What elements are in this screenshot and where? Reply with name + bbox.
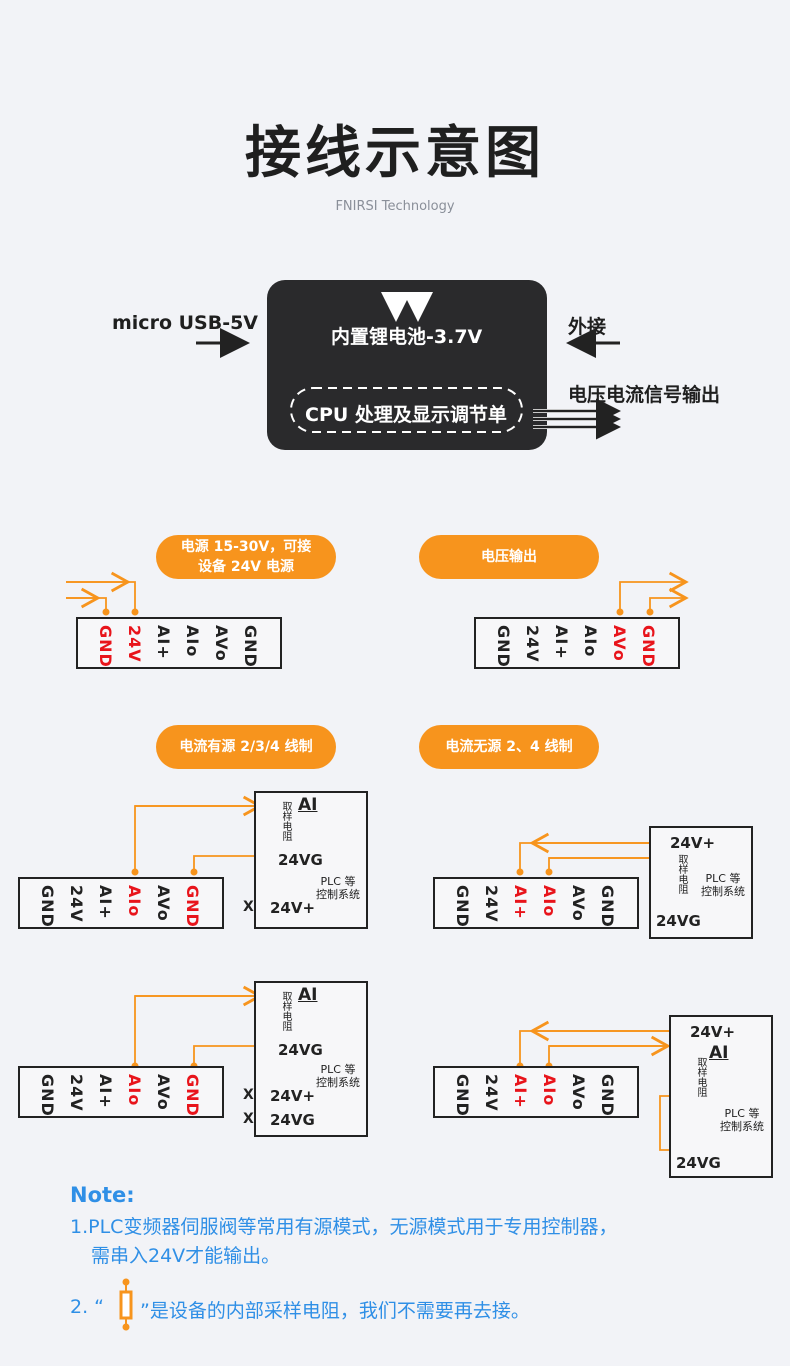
plc-box-passive-2: 24V+ AI 取样电阻 PLC 等 控制系统 24VG bbox=[669, 1015, 773, 1178]
x-mark: X bbox=[243, 899, 254, 915]
pin-ai-plus: AI+ bbox=[511, 1074, 530, 1109]
pin-aio: AIo bbox=[125, 885, 144, 918]
pin-ai-plus: AI+ bbox=[96, 1074, 115, 1109]
ai-label: AI bbox=[709, 1043, 729, 1063]
current-active-pill: 电流有源 2/3/4 线制 bbox=[156, 725, 336, 769]
ai-label: AI bbox=[298, 795, 318, 815]
terminal-block-voltage: GND 24V AI+ AIo AVo GND bbox=[474, 617, 680, 669]
battery-label: 内置锂电池-3.7V bbox=[331, 326, 483, 348]
note-line-1b: 需串入24V才能输出。 bbox=[91, 1245, 281, 1267]
24vplus-label: 24V+ bbox=[270, 1087, 316, 1105]
pin-avo: AVo bbox=[154, 1074, 173, 1111]
voltage-output-pill: 电压输出 bbox=[419, 535, 599, 579]
x-mark: X bbox=[243, 1111, 254, 1127]
x-mark: X bbox=[243, 1087, 254, 1103]
pin-avo: AVo bbox=[610, 625, 629, 662]
terminal-block-power: GND 24V AI+ AIo AVo GND bbox=[76, 617, 282, 669]
pin-ai-plus: AI+ bbox=[552, 625, 571, 660]
pin-gnd: GND bbox=[598, 1074, 617, 1117]
note-line-1: 1.PLC变频器伺服阀等常用有源模式，无源模式用于专用控制器， bbox=[70, 1216, 618, 1238]
pin-gnd: GND bbox=[183, 1074, 202, 1117]
terminal-block-passive-1: GND 24V AI+ AIo AVo GND bbox=[433, 877, 639, 929]
plc-system-label: PLC 等 控制系统 bbox=[720, 1107, 764, 1133]
pin-gnd: GND bbox=[639, 625, 658, 668]
cpu-label: CPU 处理及显示调节单 bbox=[305, 404, 507, 426]
pin-avo: AVo bbox=[569, 885, 588, 922]
resistor-label: 取样电阻 bbox=[695, 1057, 706, 1097]
24vplus-label: 24V+ bbox=[670, 834, 716, 852]
plc-system-label: PLC 等 控制系统 bbox=[316, 875, 360, 901]
pin-gnd: GND bbox=[96, 625, 115, 668]
24vg-label: 24VG bbox=[278, 851, 323, 869]
pin-aio: AIo bbox=[183, 625, 202, 658]
pin-avo: AVo bbox=[212, 625, 231, 662]
pin-aio: AIo bbox=[540, 1074, 559, 1107]
resistor-label: 取样电阻 bbox=[280, 801, 291, 841]
pin-24v: 24V bbox=[125, 625, 144, 663]
24vplus-label: 24V+ bbox=[270, 899, 316, 917]
power-section-pill: 电源 15-30V，可接 设备 24V 电源 bbox=[156, 535, 336, 579]
note-line-2-prefix: 2. “ bbox=[70, 1296, 105, 1318]
pin-24v: 24V bbox=[482, 1074, 501, 1112]
plc-box-active-2: AI 取样电阻 24VG PLC 等 控制系统 24V+ 24VG bbox=[254, 981, 368, 1137]
pin-gnd: GND bbox=[453, 1074, 472, 1117]
brand-logo: FNIRSI Technology bbox=[335, 199, 455, 214]
terminal-block-active-1: GND 24V AI+ AIo AVo GND bbox=[18, 877, 224, 929]
pin-gnd: GND bbox=[598, 885, 617, 928]
pin-ai-plus: AI+ bbox=[154, 625, 173, 660]
24vg-label: 24VG bbox=[270, 1111, 315, 1129]
pin-ai-plus: AI+ bbox=[96, 885, 115, 920]
pin-24v: 24V bbox=[482, 885, 501, 923]
pin-ai-plus: AI+ bbox=[511, 885, 530, 920]
terminal-block-passive-2: GND 24V AI+ AIo AVo GND bbox=[433, 1066, 639, 1118]
plc-box-passive-1: 24V+ 取样电阻 PLC 等 控制系统 24VG bbox=[649, 826, 753, 939]
pin-gnd: GND bbox=[38, 885, 57, 928]
page-title: 接线示意图 bbox=[245, 121, 545, 186]
pin-gnd: GND bbox=[38, 1074, 57, 1117]
current-passive-pill: 电流无源 2、4 线制 bbox=[419, 725, 599, 769]
plc-box-active-1: AI 取样电阻 24VG PLC 等 控制系统 24V+ bbox=[254, 791, 368, 929]
resistor-label: 取样电阻 bbox=[676, 854, 687, 894]
pin-avo: AVo bbox=[154, 885, 173, 922]
pin-24v: 24V bbox=[67, 885, 86, 923]
pin-aio: AIo bbox=[581, 625, 600, 658]
resistor-label: 取样电阻 bbox=[280, 991, 291, 1031]
24vg-label: 24VG bbox=[656, 912, 701, 930]
pin-gnd: GND bbox=[183, 885, 202, 928]
ai-label: AI bbox=[298, 985, 318, 1005]
note-line-2-suffix: ”是设备的内部采样电阻，我们不需要再去接。 bbox=[140, 1300, 530, 1322]
24vplus-label: 24V+ bbox=[690, 1023, 736, 1041]
pin-gnd: GND bbox=[453, 885, 472, 928]
note-heading: Note: bbox=[70, 1183, 135, 1207]
pin-avo: AVo bbox=[569, 1074, 588, 1111]
plc-system-label: PLC 等 控制系统 bbox=[701, 872, 745, 898]
pin-gnd: GND bbox=[241, 625, 260, 668]
24vg-label: 24VG bbox=[278, 1041, 323, 1059]
pin-aio: AIo bbox=[540, 885, 559, 918]
terminal-block-active-2: GND 24V AI+ AIo AVo GND bbox=[18, 1066, 224, 1118]
pin-aio: AIo bbox=[125, 1074, 144, 1107]
pin-gnd: GND bbox=[494, 625, 513, 668]
24vg-label: 24VG bbox=[676, 1154, 721, 1172]
plc-system-label: PLC 等 控制系统 bbox=[316, 1063, 360, 1089]
pin-24v: 24V bbox=[67, 1074, 86, 1112]
pin-24v: 24V bbox=[523, 625, 542, 663]
